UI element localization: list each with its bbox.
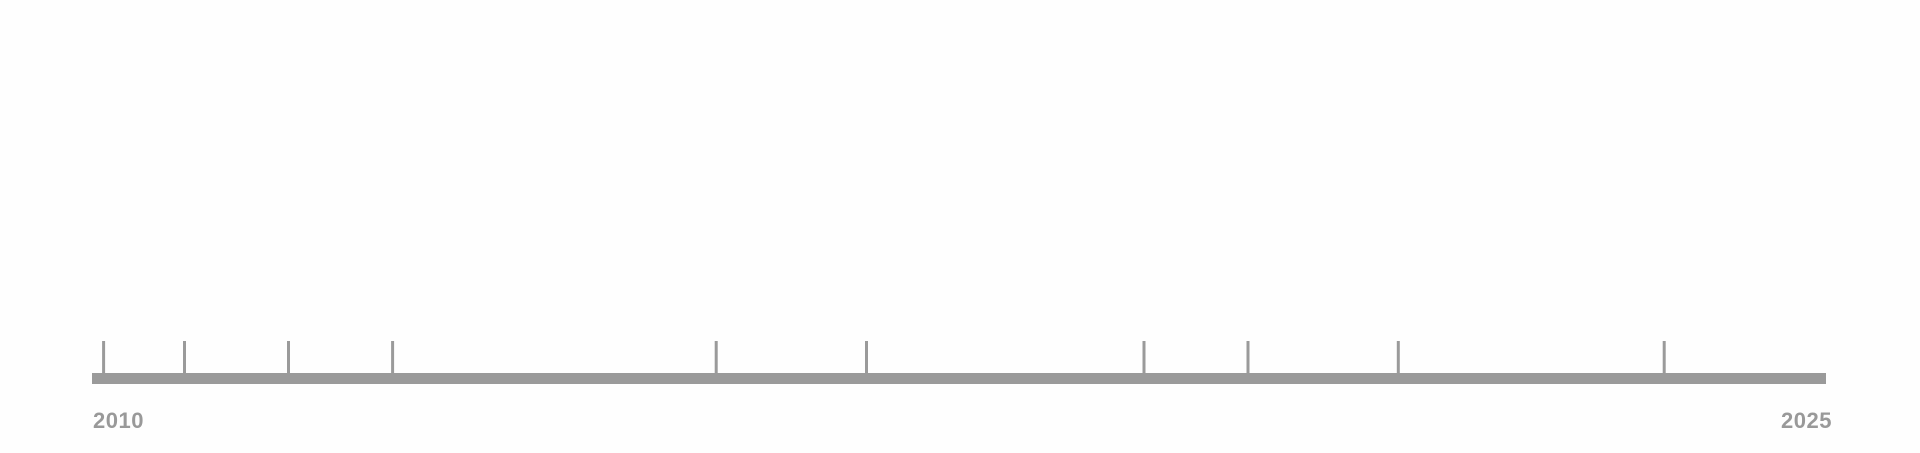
timeline-tick-10 bbox=[1662, 341, 1666, 374]
timeline-tick-7 bbox=[1142, 341, 1146, 374]
timeline-tick-3 bbox=[287, 341, 290, 374]
timeline-tick-9 bbox=[1396, 341, 1400, 374]
timeline-tick-5 bbox=[714, 341, 718, 374]
timeline-ticks bbox=[102, 341, 1666, 374]
timeline-tick-2 bbox=[183, 341, 186, 374]
timeline-tick-6 bbox=[865, 341, 868, 374]
timeline-end-year: 2025 bbox=[1781, 408, 1832, 433]
timeline-tick-4 bbox=[391, 341, 395, 374]
timeline-tick-8 bbox=[1246, 341, 1250, 374]
timeline-tick-1 bbox=[102, 341, 106, 374]
timeline-axis bbox=[92, 373, 1826, 384]
timeline-start-year: 2010 bbox=[93, 408, 144, 433]
